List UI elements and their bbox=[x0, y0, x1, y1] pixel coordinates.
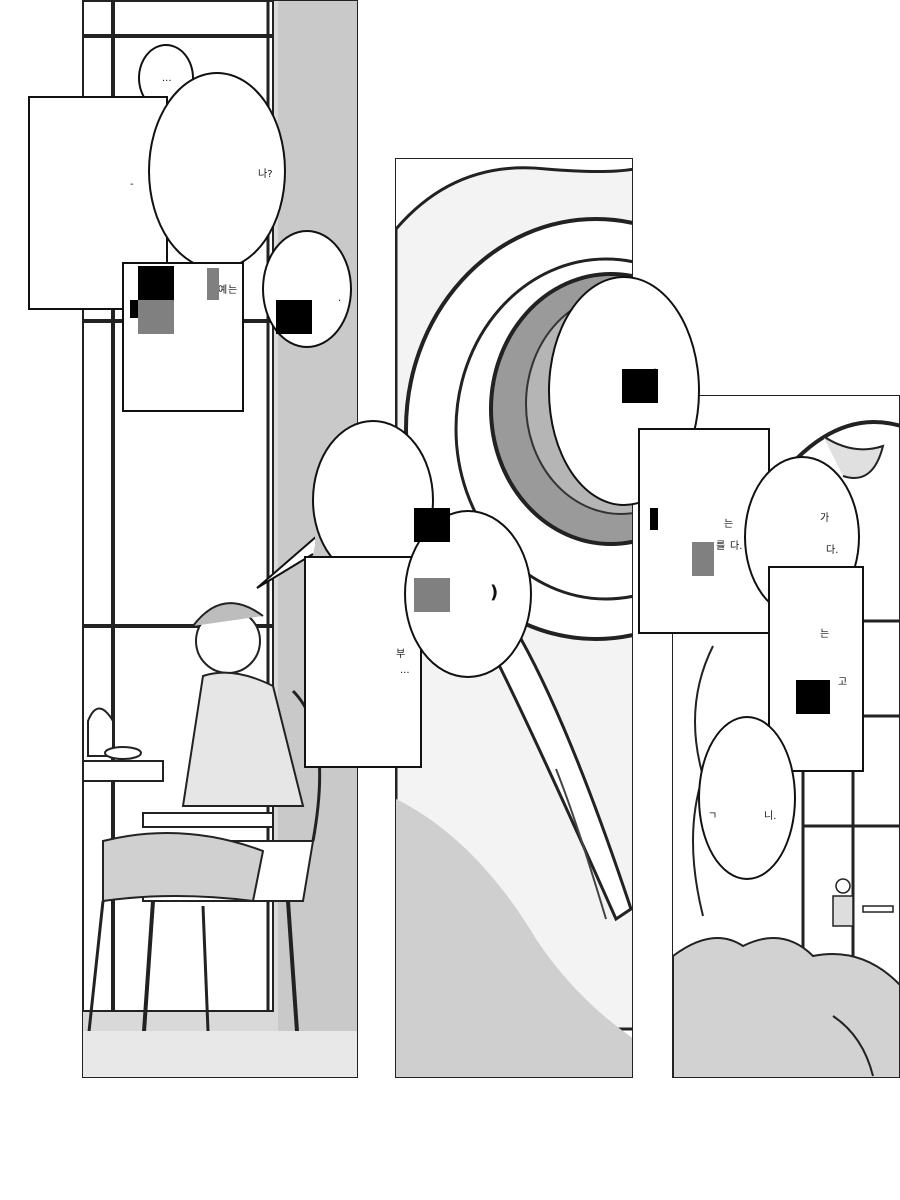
redaction-block-gray bbox=[692, 542, 714, 576]
redaction-block bbox=[650, 508, 658, 530]
caption-box-3: 부 ... bbox=[304, 556, 422, 768]
redaction-block bbox=[796, 680, 830, 714]
bubble-tail bbox=[256, 536, 315, 589]
redaction-block-gray bbox=[138, 300, 174, 334]
bubble-2-text: 나? bbox=[258, 169, 273, 180]
speech-bubble-2: 나? bbox=[148, 72, 286, 270]
bubble-1-text: ... bbox=[162, 73, 172, 84]
caption-4-text-b: 를 bbox=[716, 541, 726, 552]
redaction-block-gray bbox=[414, 578, 450, 612]
redaction-block bbox=[622, 369, 658, 403]
bubble-7-text-b: 다. bbox=[826, 545, 839, 556]
bubble-8-text: ㄱ bbox=[708, 811, 718, 822]
caption-5-text: 는 bbox=[820, 629, 830, 640]
bubble-3-text: . bbox=[338, 293, 342, 304]
caption-4-text: 는 bbox=[724, 519, 734, 530]
caption-2-text: 예 bbox=[218, 285, 228, 296]
caption-1-text: - bbox=[130, 179, 134, 190]
redaction-block bbox=[130, 300, 138, 318]
bubble-8-text-b: 니. bbox=[764, 811, 777, 822]
redaction-block bbox=[414, 508, 450, 542]
caption-3-text: 부 bbox=[396, 649, 406, 660]
bubble-7-text: 가 bbox=[820, 513, 830, 524]
caption-3-text-b: ... bbox=[400, 665, 410, 676]
redaction-block bbox=[276, 300, 312, 334]
speech-bubble-8: ㄱ 니. bbox=[698, 716, 796, 880]
caption-box-5: 는 고 bbox=[768, 566, 864, 772]
caption-5-text-b: 고 bbox=[838, 677, 848, 688]
bubble-6-text: ) bbox=[490, 582, 499, 603]
caption-4-text-c: 다. bbox=[730, 541, 743, 552]
redaction-block-gray bbox=[207, 268, 219, 300]
caption-2-text-b: 는 bbox=[228, 285, 238, 296]
redaction-block bbox=[138, 266, 174, 300]
